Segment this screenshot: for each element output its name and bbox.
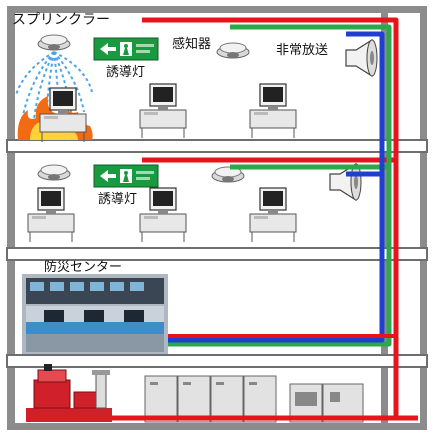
wiring [112, 17, 418, 421]
pump-icon [26, 364, 112, 422]
exit-sign-icon [93, 164, 159, 188]
sprinkler-head-icon [37, 34, 71, 51]
label-detector: 感知器 [172, 37, 212, 52]
label-guide-light-top: 誘導灯 [106, 65, 146, 80]
cabinet-details [150, 382, 340, 406]
red-wire [112, 17, 399, 421]
label-disaster-center: 防災センター [44, 260, 123, 275]
control-panel-icon [22, 274, 168, 354]
label-guide-light-middle: 誘導灯 [98, 192, 138, 207]
label-sprinkler: スプリンクラー [12, 12, 110, 28]
detector-icon [216, 42, 250, 59]
blue-wire [168, 31, 385, 343]
green-wire [168, 24, 392, 347]
label-emergency-broadcast: 非常放送 [276, 43, 329, 58]
exit-sign-icon [93, 37, 159, 61]
floor-slabs [6, 139, 428, 368]
detector-icon [37, 164, 71, 181]
